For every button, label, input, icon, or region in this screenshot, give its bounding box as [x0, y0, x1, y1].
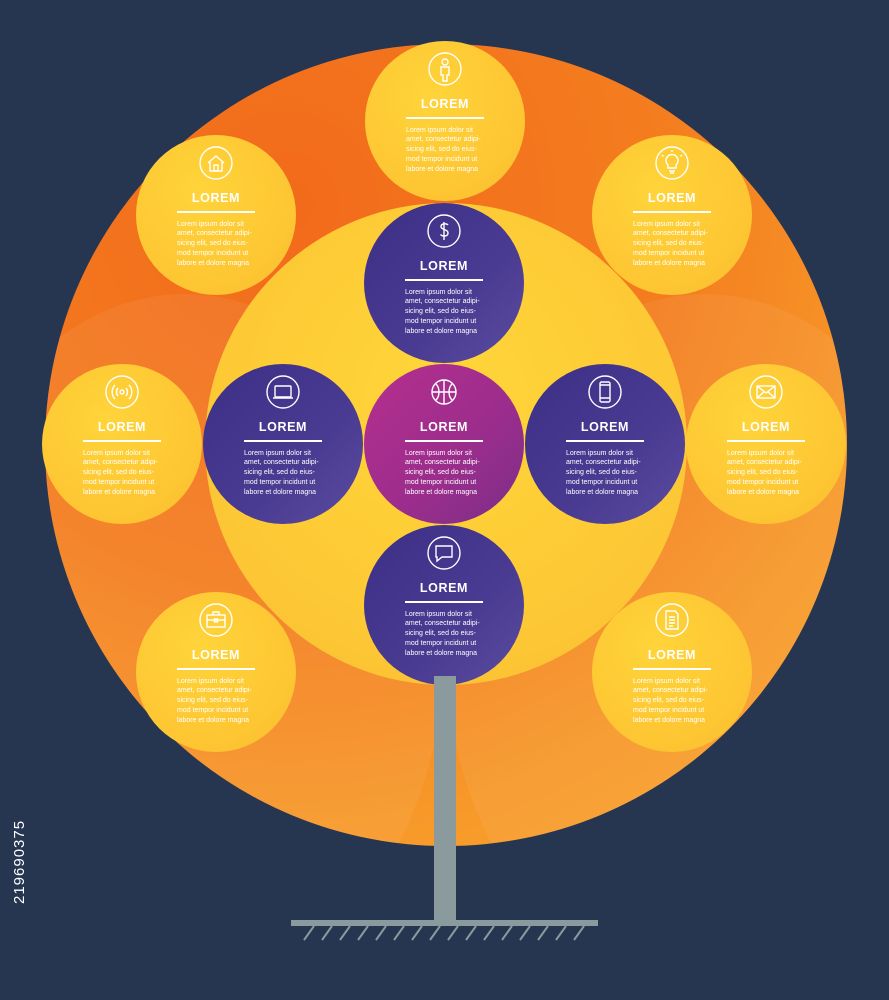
node-chat: LOREM Lorem ipsum dolor sit amet, consec… [364, 525, 524, 685]
node-top: LOREM Lorem ipsum dolor sit amet, consec… [365, 41, 525, 201]
node-title: LOREM [191, 648, 241, 662]
node-title: LOREM [647, 648, 697, 662]
node-title: LOREM [419, 259, 469, 273]
lightbulb-icon [653, 144, 691, 182]
ground-hatching [303, 926, 585, 941]
node-description: Lorem ipsum dolor sit amet, consectetur … [244, 449, 319, 496]
node-title: LOREM [741, 420, 791, 434]
smartphone-icon [586, 373, 624, 411]
divider [405, 279, 483, 281]
briefcase-icon [197, 601, 235, 639]
node-description: Lorem ipsum dolor sit amet, consectetur … [177, 677, 252, 724]
node-title: LOREM [419, 581, 469, 595]
node-money: LOREM Lorem ipsum dolor sit amet, consec… [364, 203, 524, 363]
node-phone: LOREM Lorem ipsum dolor sit amet, consec… [525, 364, 685, 524]
node-title: LOREM [191, 191, 241, 205]
envelope-icon [747, 373, 785, 411]
divider [177, 668, 255, 670]
node-description: Lorem ipsum dolor sit amet, consectetur … [405, 449, 480, 496]
node-description: Lorem ipsum dolor sit amet, consectetur … [83, 449, 158, 496]
divider [83, 440, 161, 442]
tree-base [291, 920, 598, 926]
node-lower-left: LOREM Lorem ipsum dolor sit amet, consec… [136, 592, 296, 752]
divider [406, 117, 484, 119]
divider [727, 440, 805, 442]
node-title: LOREM [97, 420, 147, 434]
divider [405, 440, 483, 442]
node-laptop: LOREM Lorem ipsum dolor sit amet, consec… [203, 364, 363, 524]
node-upper-right: LOREM Lorem ipsum dolor sit amet, consec… [592, 135, 752, 295]
basketball-icon [425, 373, 463, 411]
divider [633, 211, 711, 213]
node-description: Lorem ipsum dolor sit amet, consectetur … [177, 220, 252, 267]
chat-bubble-icon [425, 534, 463, 572]
divider [633, 668, 711, 670]
node-description: Lorem ipsum dolor sit amet, consectetur … [633, 677, 708, 724]
node-left-outer: LOREM Lorem ipsum dolor sit amet, consec… [42, 364, 202, 524]
dollar-icon [425, 212, 463, 250]
wireless-icon [103, 373, 141, 411]
divider [177, 211, 255, 213]
node-title: LOREM [647, 191, 697, 205]
divider [566, 440, 644, 442]
document-icon [653, 601, 691, 639]
node-right-outer: LOREM Lorem ipsum dolor sit amet, consec… [686, 364, 846, 524]
laptop-icon [264, 373, 302, 411]
node-title: LOREM [420, 97, 470, 111]
node-title: LOREM [419, 420, 469, 434]
node-description: Lorem ipsum dolor sit amet, consectetur … [566, 449, 641, 496]
node-description: Lorem ipsum dolor sit amet, consectetur … [405, 610, 480, 657]
node-upper-left: LOREM Lorem ipsum dolor sit amet, consec… [136, 135, 296, 295]
divider [405, 601, 483, 603]
person-icon [426, 50, 464, 88]
stock-id-watermark: 219690375 [10, 765, 32, 905]
tree-trunk [434, 676, 456, 924]
node-description: Lorem ipsum dolor sit amet, consectetur … [405, 288, 480, 335]
node-title: LOREM [580, 420, 630, 434]
node-description: Lorem ipsum dolor sit amet, consectetur … [727, 449, 802, 496]
node-description: Lorem ipsum dolor sit amet, consectetur … [633, 220, 708, 267]
node-center: LOREM Lorem ipsum dolor sit amet, consec… [364, 364, 524, 524]
watermark-text: 219690375 [11, 819, 28, 904]
node-lower-right: LOREM Lorem ipsum dolor sit amet, consec… [592, 592, 752, 752]
node-description: Lorem ipsum dolor sit amet, consectetur … [406, 126, 481, 173]
node-title: LOREM [258, 420, 308, 434]
home-icon [197, 144, 235, 182]
divider [244, 440, 322, 442]
